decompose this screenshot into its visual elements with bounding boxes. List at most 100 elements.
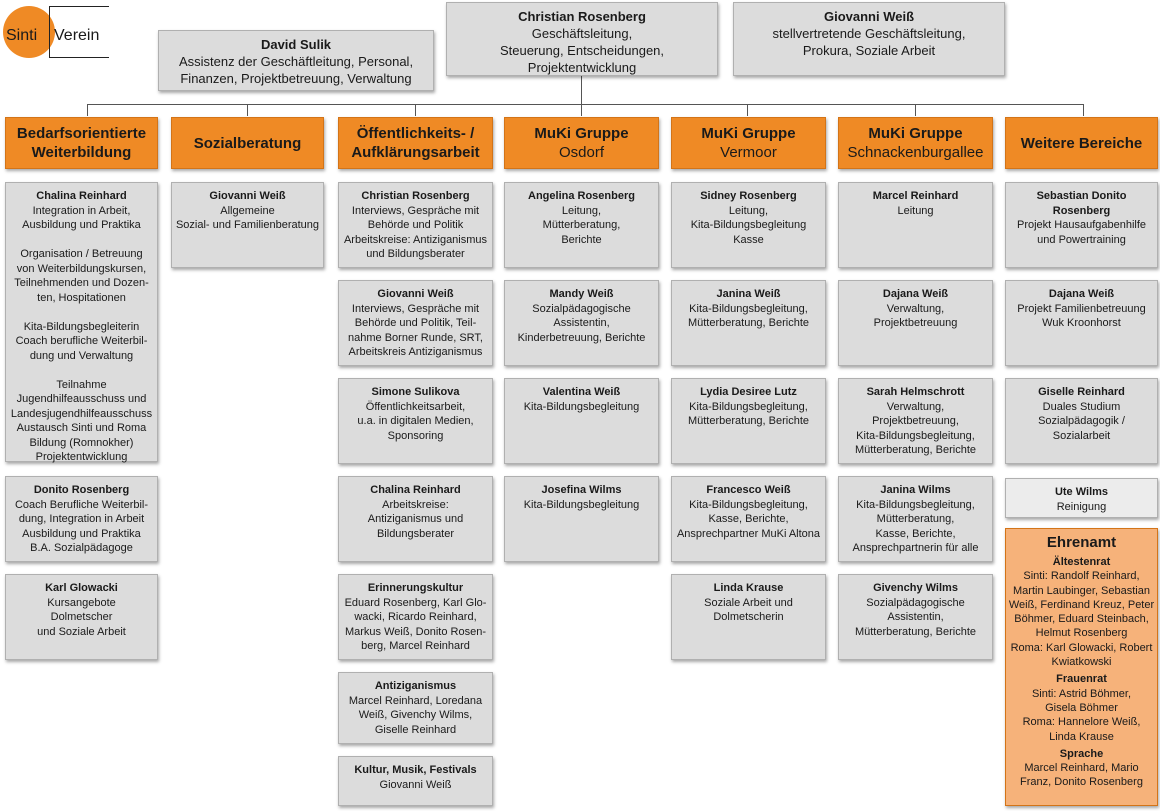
member-role: Kita-Bildungsbegleitung, Mütterberatung,… (687, 400, 810, 428)
member-role: Interviews, Gespräche mit Behörde und Po… (343, 204, 488, 261)
leader-box-giovanni-weiss: Giovanni Weiß stellvertretende Geschäfts… (733, 2, 1005, 76)
leader-box-david-sulik: David Sulik Assistenz der Geschäftleitun… (158, 30, 434, 91)
connector-drop-2 (247, 104, 248, 116)
member-card: Antiziganismus Marcel Reinhard, Loredana… (338, 672, 493, 744)
member-name: Giovanni Weiß (377, 288, 454, 300)
member-card: Marcel Reinhard Leitung (838, 182, 993, 268)
connector-drop-6 (915, 104, 916, 116)
department-header-muki-vermoor: MuKi Gruppe Vermoor (671, 117, 826, 169)
member-card: Dajana Weiß Verwaltung, Projektbetreuung (838, 280, 993, 366)
member-card: Givenchy Wilms Sozialpädagogische Assist… (838, 574, 993, 660)
member-card: Janina Weiß Kita-Bildungsbegleitung, Müt… (671, 280, 826, 366)
member-name: Sebastian Donito Rosenberg (1036, 190, 1127, 217)
logo-text-verein: Verein (54, 27, 100, 44)
member-role: Leitung, Mütterberatung, Berichte (542, 204, 621, 246)
leader-role: Assistenz der Geschäftleitung, Personal,… (178, 54, 414, 86)
member-role: Kursangebote Dolmetscher und Soziale Arb… (37, 596, 126, 638)
member-name: Erinnerungskultur (367, 582, 464, 594)
ehrenamt-section-title: Ältestenrat (1052, 556, 1111, 568)
member-role: Sozialpädagogische Assistentin, Mütterbe… (854, 596, 977, 638)
member-role: Giovanni Weiß (379, 778, 452, 791)
member-card: Dajana Weiß Projekt Familienbetreuung Wu… (1005, 280, 1158, 366)
department-header-weitere-bereiche: Weitere Bereiche (1005, 117, 1158, 169)
leader-name: Giovanni Weiß (823, 9, 915, 24)
leader-role: stellvertretende Geschäftsleitung, Proku… (772, 26, 966, 58)
member-role: Sozialpädagogische Assistentin, Kinderbe… (517, 302, 646, 344)
connector-top-vertical (581, 76, 582, 104)
logo: Sinti Verein (3, 6, 113, 64)
member-role: Kita-Bildungsbegleitung, Kasse, Berichte… (676, 498, 821, 540)
department-header-weiterbildung: Bedarfsorientierte Weiterbildung (5, 117, 158, 169)
member-card: Mandy Weiß Sozialpädagogische Assistenti… (504, 280, 659, 366)
department-subtitle: Schnackenburgallee (847, 144, 984, 161)
member-role: Kita-Bildungsbegleitung, Mütterberatung,… (687, 302, 810, 330)
member-role: Coach Berufliche Weiterbil- dung, Integr… (14, 498, 149, 555)
member-name: Givenchy Wilms (873, 582, 958, 594)
connector-drop-5 (747, 104, 748, 116)
ehrenamt-section-members: Sinti: Astrid Böhmer, Gisela Böhmer Roma… (1022, 687, 1141, 743)
department-title: Weitere Bereiche (1020, 134, 1143, 152)
member-name: Sidney Rosenberg (700, 190, 797, 202)
ehrenamt-box: Ehrenamt Ältestenrat Sinti: Randolf Rein… (1005, 528, 1158, 806)
member-name: Francesco Weiß (706, 484, 791, 496)
department-title: Bedarfsorientierte Weiterbildung (16, 125, 147, 161)
member-role: Eduard Rosenberg, Karl Glo- wacki, Ricar… (344, 596, 487, 653)
member-card: Sebastian Donito Rosenberg Projekt Hausa… (1005, 182, 1158, 268)
ehrenamt-title: Ehrenamt (1046, 534, 1117, 551)
member-card: Ute Wilms Reinigung (1005, 478, 1158, 518)
member-role: Öffentlichkeitsarbeit, u.a. in digitalen… (357, 400, 474, 442)
connector-horizontal (87, 104, 1083, 105)
logo-circle (3, 6, 55, 58)
member-card: Chalina Reinhard Arbeitskreise: Antiziga… (338, 476, 493, 562)
member-card: Giselle Reinhard Duales Studium Sozialpä… (1005, 378, 1158, 464)
member-role: Reinigung (1056, 500, 1107, 513)
leader-box-christian-rosenberg: Christian Rosenberg Geschäftsleitung, St… (446, 2, 718, 76)
member-role: Soziale Arbeit und Dolmetscherin (704, 596, 793, 624)
member-card: Giovanni Weiß Interviews, Gespräche mit … (338, 280, 493, 366)
member-role: Kita-Bildungsbegleitung (523, 400, 640, 413)
member-name: Sarah Helmschrott (866, 386, 965, 398)
member-name: Josefina Wilms (541, 484, 622, 496)
member-role: Integration in Arbeit, Ausbildung und Pr… (10, 204, 153, 464)
member-card: Erinnerungskultur Eduard Rosenberg, Karl… (338, 574, 493, 660)
department-title: Öffentlichkeits- / Aufklärungsarbeit (351, 125, 480, 161)
member-card: Chalina Reinhard Integration in Arbeit, … (5, 182, 158, 464)
member-name: Antiziganismus (374, 680, 457, 692)
member-role: Verwaltung, Projektbetreuung (873, 302, 958, 330)
member-name: Dajana Weiß (1048, 288, 1115, 300)
leader-name: David Sulik (260, 37, 332, 52)
member-role: Arbeitskreise: Antiziganismus und Bildun… (367, 498, 464, 540)
member-name: Janina Wilms (880, 484, 951, 496)
member-name: Chalina Reinhard (370, 484, 461, 496)
connector-drop-1 (87, 104, 88, 116)
member-name: Lydia Desiree Lutz (700, 386, 797, 398)
member-card: Karl Glowacki Kursangebote Dolmetscher u… (5, 574, 158, 660)
member-card: Francesco Weiß Kita-Bildungsbegleitung, … (671, 476, 826, 562)
department-header-oeffentlichkeit: Öffentlichkeits- / Aufklärungsarbeit (338, 117, 493, 169)
member-card: Simone Sulikova Öffentlichkeitsarbeit, u… (338, 378, 493, 464)
member-card: Donito Rosenberg Coach Berufliche Weiter… (5, 476, 158, 562)
department-title: MuKi Gruppe (868, 125, 963, 142)
member-name: Giovanni Weiß (209, 190, 286, 202)
department-header-sozialberatung: Sozialberatung (171, 117, 324, 169)
member-card: Valentina Weiß Kita-Bildungsbegleitung (504, 378, 659, 464)
member-name: Angelina Rosenberg (528, 190, 635, 202)
member-name: Simone Sulikova (371, 386, 460, 398)
department-title: MuKi Gruppe (701, 125, 796, 142)
member-card: Sidney Rosenberg Leitung, Kita-Bildungsb… (671, 182, 826, 268)
connector-drop-7 (1083, 104, 1084, 116)
department-subtitle: Vermoor (720, 144, 777, 161)
member-name: Karl Glowacki (45, 582, 118, 594)
member-card: Linda Krause Soziale Arbeit und Dolmetsc… (671, 574, 826, 660)
leader-name: Christian Rosenberg (518, 9, 646, 24)
member-name: Dajana Weiß (882, 288, 949, 300)
member-name: Christian Rosenberg (361, 190, 470, 202)
logo-bracket (49, 6, 109, 58)
member-role: Kita-Bildungsbegleitung (523, 498, 640, 511)
member-card: Janina Wilms Kita-Bildungsbegleitung, Mü… (838, 476, 993, 562)
member-card: Angelina Rosenberg Leitung, Mütterberatu… (504, 182, 659, 268)
department-title: Sozialberatung (193, 134, 302, 152)
connector-drop-4 (581, 104, 582, 116)
member-name: Linda Krause (713, 582, 784, 594)
member-role: Verwaltung, Projektbetreuung, Kita-Bildu… (854, 400, 977, 457)
